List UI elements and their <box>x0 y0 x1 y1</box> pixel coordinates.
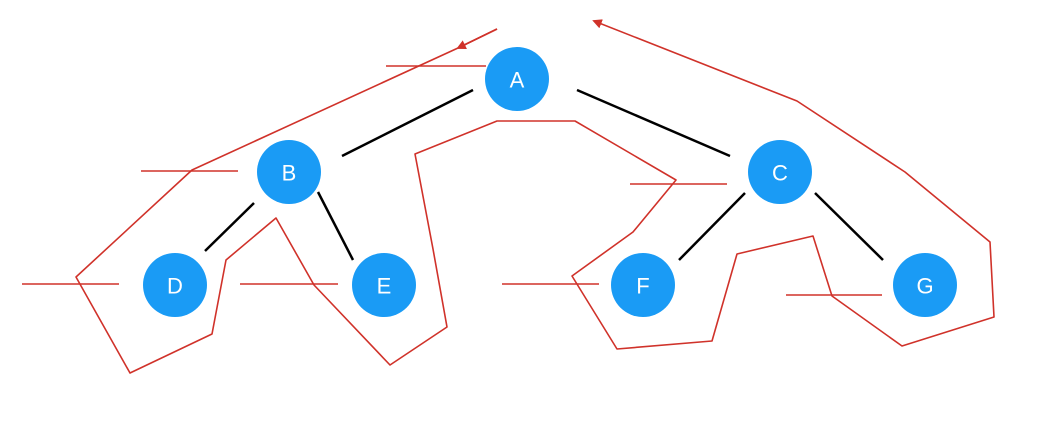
tree-node-f[interactable]: F <box>611 253 675 317</box>
tree-node-c[interactable]: C <box>748 140 812 204</box>
node-circle <box>352 253 416 317</box>
node-label-a: A <box>510 68 525 93</box>
node-label-g: G <box>916 274 933 299</box>
node-circle <box>143 253 207 317</box>
edge-a-c <box>576 88 731 158</box>
node-label-e: E <box>377 274 392 299</box>
node-circle <box>257 140 321 204</box>
node-circle <box>485 47 549 111</box>
edge-a-b <box>341 88 474 158</box>
tree-edges <box>204 88 884 261</box>
node-label-d: D <box>167 274 183 299</box>
node-label-c: C <box>772 161 788 186</box>
edge-c-g <box>814 192 884 261</box>
tree-node-g[interactable]: G <box>893 253 957 317</box>
node-circle <box>893 253 957 317</box>
tree-node-e[interactable]: E <box>352 253 416 317</box>
traversal-path-left <box>75 19 995 374</box>
tree-node-b[interactable]: B <box>257 140 321 204</box>
edge-b-d <box>204 202 255 252</box>
tree-nodes: A B C D E F G <box>143 47 957 317</box>
node-circle <box>748 140 812 204</box>
tree-node-a[interactable]: A <box>485 47 549 111</box>
traversal-arrow-a-left <box>456 28 498 49</box>
node-label-b: B <box>282 161 297 186</box>
traversal-contour <box>22 19 995 374</box>
node-circle <box>611 253 675 317</box>
edge-c-f <box>678 192 746 261</box>
node-label-f: F <box>636 274 649 299</box>
tree-node-d[interactable]: D <box>143 253 207 317</box>
edge-b-e <box>316 191 355 261</box>
